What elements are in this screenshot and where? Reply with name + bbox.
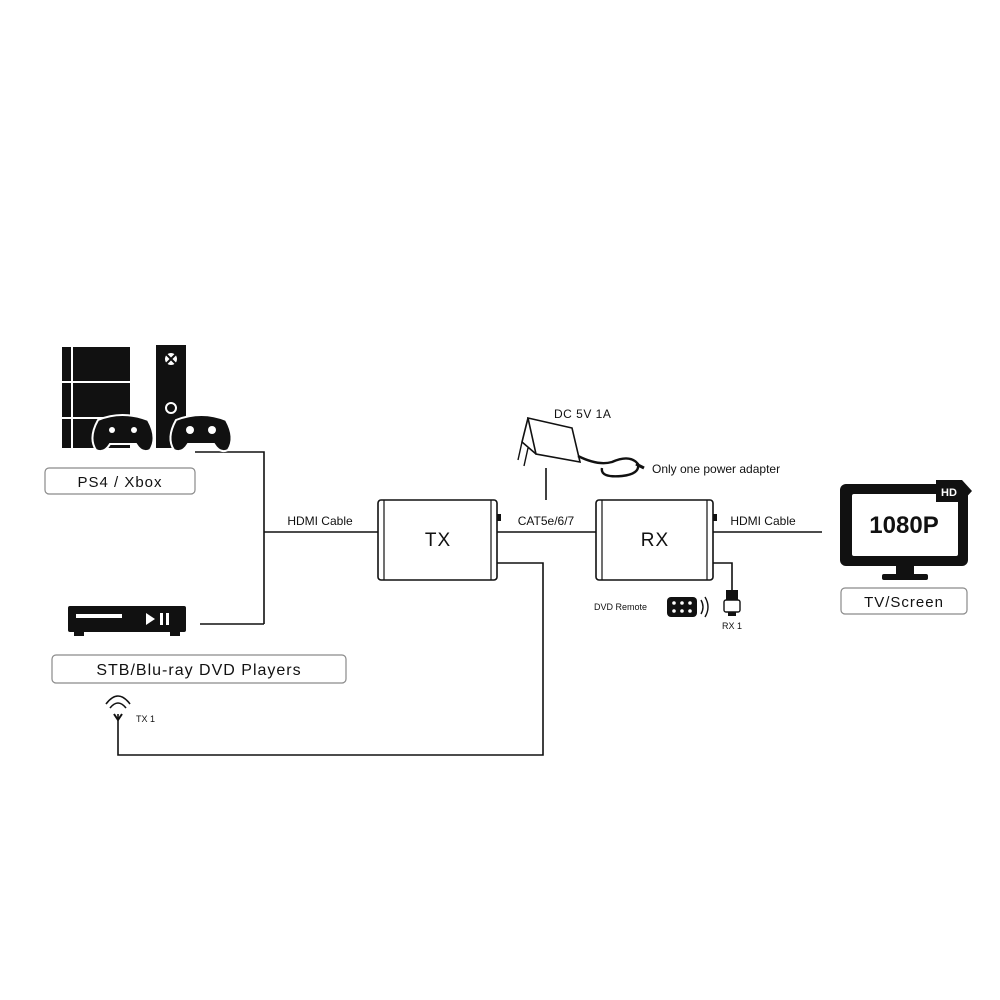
tx-ir-sensor-icon (105, 695, 131, 722)
tx-label: TX (425, 530, 451, 551)
tv-label-box: TV/Screen (840, 587, 968, 615)
ps4-controller-icon (91, 414, 155, 453)
dvd-remote-icon (667, 596, 709, 618)
rx-ir-sensor-icon (723, 590, 741, 616)
power-adapter-icon (517, 416, 645, 478)
resolution-label: 1080P (869, 512, 938, 539)
hdmi-input-cable-label: HDMI Cable (287, 514, 353, 528)
tv-label: TV/Screen (864, 594, 944, 611)
cat-cable-label: CAT5e/6/7 (518, 514, 575, 528)
rx-label: RX (641, 530, 669, 551)
dvd-remote-label: DVD Remote (594, 602, 647, 612)
rx-ir-line (713, 562, 733, 590)
console-label: PS4 / Xbox (77, 474, 162, 491)
tv-screen-icon: 1080P (840, 484, 968, 580)
rx-unit: RX (595, 499, 717, 581)
xbox-controller-icon (169, 414, 233, 453)
player-label-box: STB/Blu-ray DVD Players (51, 654, 347, 684)
tx-unit: TX (377, 499, 501, 581)
player-label: STB/Blu-ray DVD Players (96, 662, 301, 679)
hd-badge-label: HD (941, 487, 957, 499)
hd-badge-icon: HD (936, 480, 972, 502)
power-note-label: Only one power adapter (652, 462, 780, 476)
ps4-hdmi-line (195, 451, 265, 624)
tx-ir-line (117, 562, 544, 756)
console-label-box: PS4 / Xbox (44, 467, 196, 495)
dvd-player-icon (68, 606, 186, 636)
connection-lines (117, 451, 822, 756)
hdmi-output-cable-label: HDMI Cable (730, 514, 796, 528)
rx-ir-label: RX 1 (722, 621, 742, 631)
power-spec-label: DC 5V 1A (554, 407, 611, 421)
tx-ir-label: TX 1 (136, 714, 155, 724)
